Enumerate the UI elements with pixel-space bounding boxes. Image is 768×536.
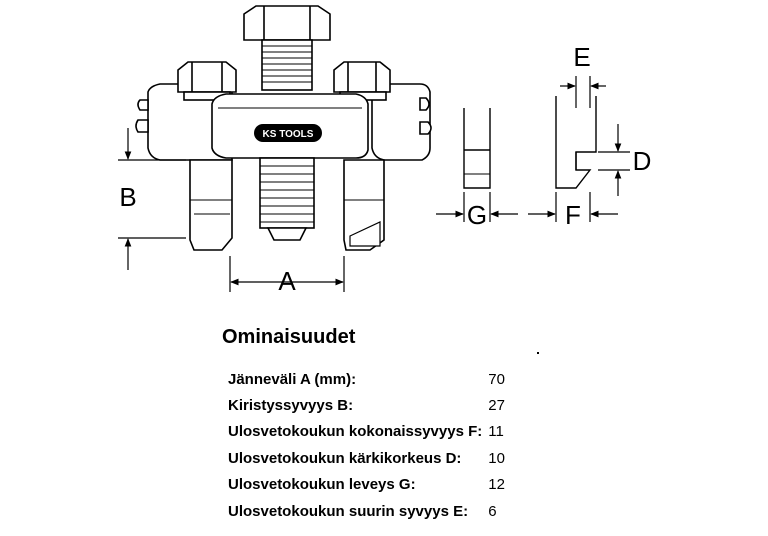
spec-label: Ulosvetokoukun kokonaissyvyys F: xyxy=(228,423,483,441)
spec-row: Ulosvetokoukun suurin syvyys E: 6 xyxy=(228,498,528,524)
hook-front-view xyxy=(463,108,491,189)
spec-label: Ulosvetokoukun leveys G: xyxy=(228,476,416,494)
dimension-g xyxy=(436,192,518,222)
specs-table: Jänneväli A (mm): 70 Kiristyssyvyys B: 2… xyxy=(228,366,528,524)
spec-row: Jänneväli A (mm): 70 xyxy=(228,366,528,392)
spec-row: Ulosvetokoukun leveys G: 12 xyxy=(228,472,528,498)
dimension-e xyxy=(560,76,606,108)
ks-tools-logo: KS TOOLS xyxy=(254,124,322,142)
spec-label: Kiristyssyvyys B: xyxy=(228,397,354,415)
dimension-label-g: G xyxy=(467,200,487,230)
spec-label: Jänneväli A (mm): xyxy=(228,370,357,388)
dimension-label-f: F xyxy=(565,200,581,230)
spec-label: Ulosvetokoukun suurin syvyys E: xyxy=(228,502,469,520)
spec-label: Ulosvetokoukun kärkikorkeus D: xyxy=(228,449,462,467)
specs-title: Ominaisuudet xyxy=(222,326,356,348)
svg-text:KS TOOLS: KS TOOLS xyxy=(263,129,314,140)
spec-value: 27 xyxy=(488,397,505,415)
spec-value: 12 xyxy=(488,476,505,494)
decorative-dot xyxy=(537,352,539,354)
dimension-label-e: E xyxy=(573,42,590,72)
spec-row: Ulosvetokoukun kokonaissyvyys F: 11 xyxy=(228,419,528,445)
hook-side-view xyxy=(555,96,597,189)
spec-row: Kiristyssyvyys B: 27 xyxy=(228,392,528,418)
dimension-f xyxy=(528,192,618,222)
spec-value: 70 xyxy=(488,370,505,388)
dimension-label-b: B xyxy=(119,182,136,212)
puller-technical-drawing: KS TOOLS A B G E xyxy=(118,5,652,296)
dimension-label-d: D xyxy=(633,146,652,176)
dimension-d xyxy=(598,124,630,196)
dimension-b xyxy=(118,128,186,270)
dimension-a xyxy=(229,256,345,292)
spec-value: 6 xyxy=(488,502,497,520)
spec-value: 11 xyxy=(488,423,504,441)
spec-row: Ulosvetokoukun kärkikorkeus D: 10 xyxy=(228,445,528,471)
spec-value: 10 xyxy=(488,449,505,467)
dimension-label-a: A xyxy=(278,266,296,296)
